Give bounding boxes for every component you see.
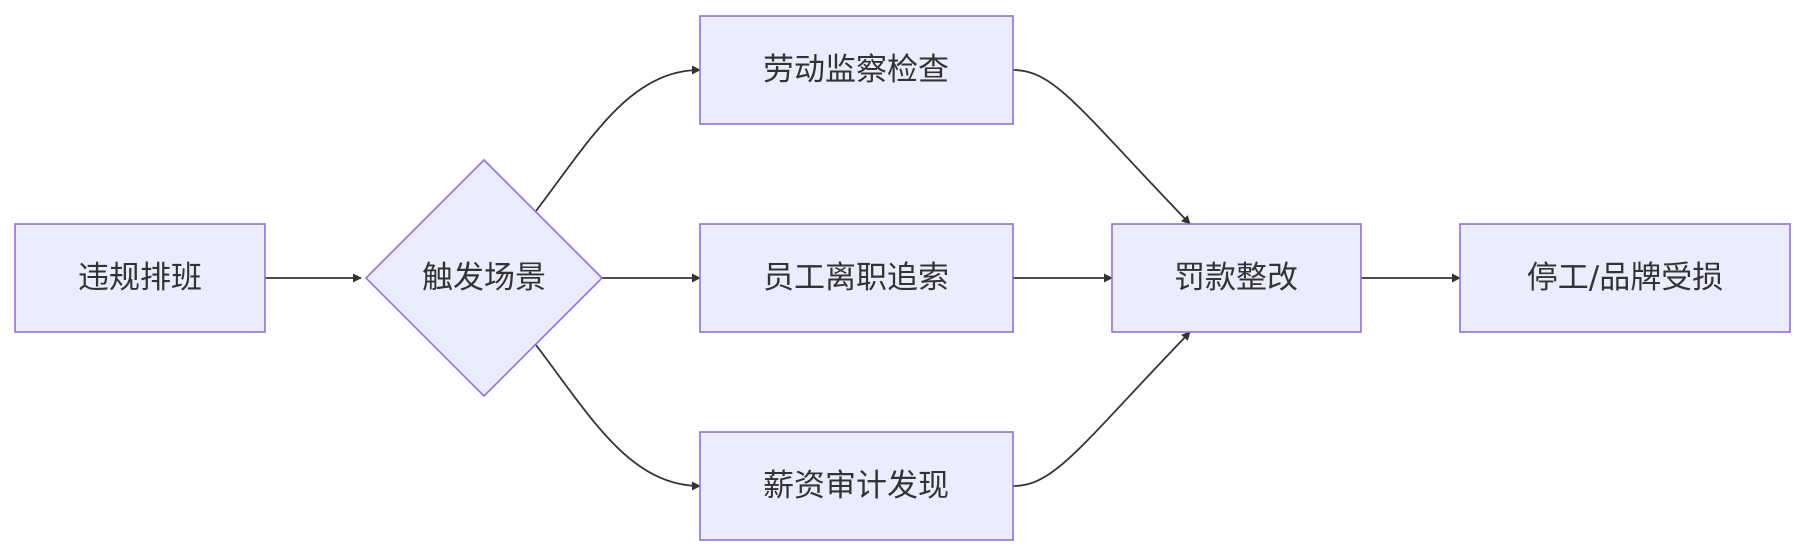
- node-audit-label: 薪资审计发现: [763, 468, 949, 504]
- edge-trigger-to-audit: [535, 344, 701, 491]
- node-fine[interactable]: 罚款整改: [1111, 223, 1362, 333]
- node-inspection-label: 劳动监察检查: [763, 52, 949, 88]
- edge-trigger-to-inspection: [535, 65, 701, 212]
- node-claim-label: 员工离职追索: [763, 260, 949, 296]
- node-violation[interactable]: 违规排班: [14, 223, 266, 333]
- node-trigger-diamond: [364, 158, 604, 398]
- node-violation-box: [14, 223, 266, 333]
- edge-inspection-to-fine: [1012, 69, 1191, 225]
- node-trigger[interactable]: 触发场景: [364, 158, 604, 398]
- node-suspension-label: 停工/品牌受损: [1527, 260, 1723, 296]
- node-suspension-box: [1459, 223, 1791, 333]
- node-fine-box: [1111, 223, 1362, 333]
- edges: [265, 65, 1461, 491]
- edge-audit-to-fine: [1012, 331, 1191, 487]
- node-audit[interactable]: 薪资审计发现: [699, 431, 1014, 541]
- node-suspension[interactable]: 停工/品牌受损: [1459, 223, 1791, 333]
- node-claim-box: [699, 223, 1014, 333]
- node-claim[interactable]: 员工离职追索: [699, 223, 1014, 333]
- node-inspection-box: [699, 15, 1014, 125]
- node-audit-box: [699, 431, 1014, 541]
- node-inspection[interactable]: 劳动监察检查: [699, 15, 1014, 125]
- node-fine-label: 罚款整改: [1174, 260, 1298, 296]
- node-violation-label: 违规排班: [78, 260, 202, 296]
- node-trigger-label: 触发场景: [422, 260, 546, 296]
